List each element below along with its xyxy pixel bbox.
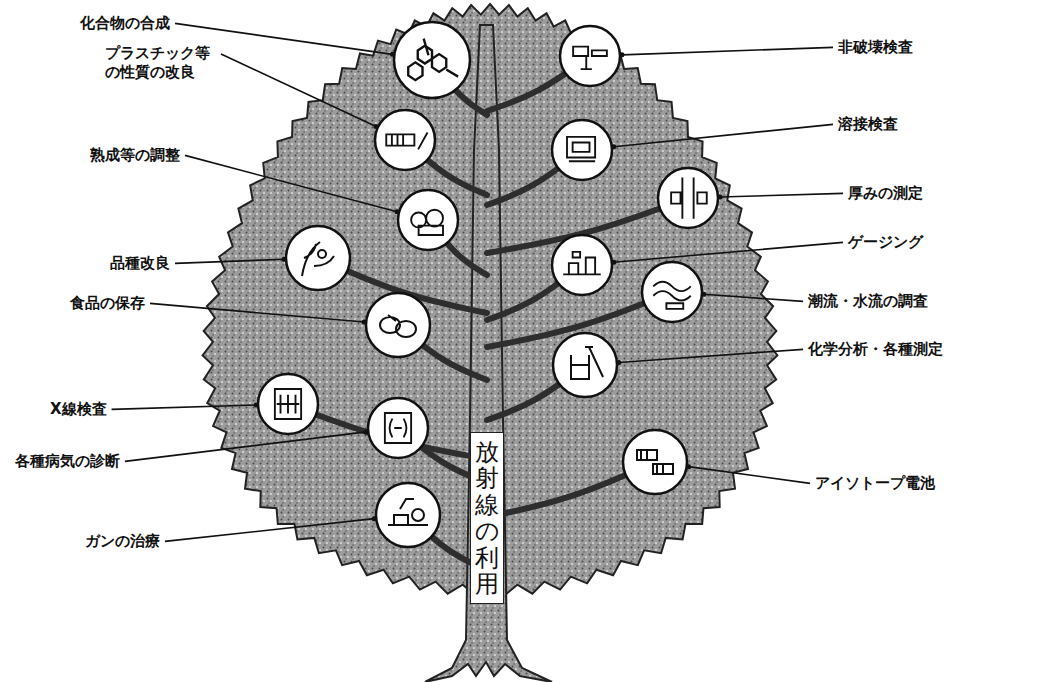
icon-circle: [552, 235, 612, 295]
icon-drawing: [408, 39, 458, 81]
icon-drawing: [671, 177, 707, 218]
use-icon: [376, 483, 440, 547]
use-icon: [366, 293, 430, 357]
icon-drawing: [388, 499, 428, 525]
use-icon: [258, 374, 318, 434]
leader-line: [619, 349, 803, 362]
icon-circle: [258, 374, 318, 434]
leader-line: [165, 519, 374, 542]
leader-dot: [282, 257, 287, 262]
use-icon: [553, 333, 617, 397]
leader-dot: [717, 195, 722, 200]
icon-circle: [560, 26, 620, 86]
use-icon: [560, 26, 620, 86]
icon-drawing: [653, 282, 691, 309]
use-label: 潮流・水流の調査: [808, 292, 928, 311]
leader-line: [125, 432, 366, 461]
leader-line: [689, 467, 810, 484]
leader-line: [622, 47, 833, 54]
icon-circle: [552, 120, 612, 180]
icon-drawing: [411, 210, 443, 235]
trunk-label-box: 放射線の利用: [470, 432, 504, 604]
trunk-title: 放射線の利用: [475, 439, 499, 597]
use-icon: [623, 430, 687, 494]
use-label: X線検査: [50, 400, 107, 419]
leader-line: [704, 294, 803, 301]
use-label: 食品の保存: [70, 294, 145, 313]
leader-line: [221, 54, 376, 126]
leader-line: [720, 193, 843, 197]
icon-drawing: [380, 315, 416, 337]
icon-circle: [658, 168, 718, 228]
use-icon: [552, 235, 612, 295]
leader-line: [614, 124, 833, 146]
icon-drawing: [275, 389, 301, 419]
leader-dot: [611, 260, 616, 265]
icon-circle: [394, 22, 470, 98]
use-icon: [286, 226, 350, 290]
icon-circle: [286, 226, 350, 290]
use-label: ゲージング: [848, 233, 923, 252]
icon-circle: [398, 190, 458, 250]
icon-circle: [368, 398, 428, 458]
leader-dot: [254, 402, 259, 407]
use-label: 品種改良: [110, 254, 170, 273]
use-icon: [658, 168, 718, 228]
icon-circle: [376, 483, 440, 547]
use-label: プラスチック等 の性質の改良: [105, 44, 216, 82]
use-label: 化学分析・各種測定: [808, 340, 943, 359]
leader-dot: [616, 360, 621, 365]
icon-drawing: [386, 133, 427, 150]
use-icon: [552, 120, 612, 180]
use-icon: [398, 190, 458, 250]
use-icon: [642, 262, 702, 322]
leader-dot: [611, 144, 616, 149]
icon-drawing: [302, 242, 334, 276]
leader-dot: [372, 516, 377, 521]
use-label: 熟成等の調整: [90, 146, 180, 165]
icon-circle: [553, 333, 617, 397]
leader-dot: [701, 292, 706, 297]
icon-drawing: [567, 137, 595, 161]
leader-line: [175, 259, 284, 263]
icon-circle: [623, 430, 687, 494]
leader-dot: [686, 464, 691, 469]
use-icon: [394, 22, 470, 98]
use-icon: [368, 398, 428, 458]
use-label: 厚みの測定: [848, 184, 923, 203]
icon-drawing: [637, 450, 673, 474]
tree-trunk: [425, 25, 552, 682]
leader-dot: [364, 429, 369, 434]
leader-dot: [374, 124, 379, 129]
leader-line: [614, 242, 843, 262]
leader-line: [185, 155, 397, 211]
icon-circle: [366, 293, 430, 357]
icon-circle: [375, 110, 435, 170]
leader-dot: [395, 209, 400, 214]
leader-line: [112, 405, 256, 409]
icon-circle: [642, 262, 702, 322]
icon-drawing: [571, 347, 603, 379]
use-label: ガンの治療: [85, 532, 160, 551]
use-label: 溶接検査: [838, 115, 898, 134]
use-label: 各種病気の診断: [15, 452, 120, 471]
use-label: 非破壊検査: [838, 38, 913, 57]
use-icon: [375, 110, 435, 170]
icon-drawing: [573, 47, 607, 70]
icon-drawing: [563, 252, 601, 275]
leader-dot: [362, 320, 367, 325]
use-label: アイソトープ電池: [815, 474, 935, 493]
leader-dot: [390, 52, 395, 57]
icon-drawing: [385, 413, 411, 443]
leader-line: [150, 303, 364, 322]
leader-dot: [619, 52, 624, 57]
use-label: 化合物の合成: [80, 14, 170, 33]
